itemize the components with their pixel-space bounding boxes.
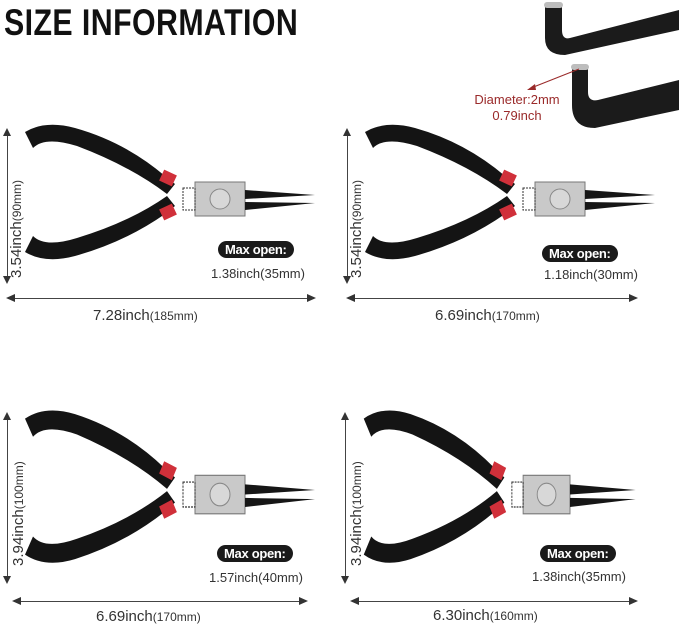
height-dimension-arrow [3,412,13,584]
plier-illustration [364,124,656,260]
length-label: 6.69inch(170mm) [435,307,540,324]
max-open-value: 1.38inch(35mm) [211,266,305,281]
plier-panel-straight-internal: 3.94inch(100mm) 6.69inch(170mm) Max open… [0,400,340,628]
diameter-inch: 0.79inch [492,108,542,123]
height-label: 3.94inch(100mm) [348,461,365,566]
length-label: 6.69inch(170mm) [96,608,201,625]
length-dimension-arrow [6,294,316,302]
height-label: 3.54inch(90mm) [348,179,365,278]
max-open-value: 1.38inch(35mm) [532,569,626,584]
plier-panel-straight-external: 3.54inch(90mm) 7.28inch(185mm) Max open:… [0,120,340,330]
plier-panel-bent-external: 3.54inch(90mm) 6.69inch(170mm) Max open:… [340,120,679,330]
diameter-pointer-arrow [527,68,580,90]
height-label: 3.54inch(90mm) [8,179,25,278]
diameter-annotation: Diameter:2mm 0.79inch [462,92,572,124]
length-dimension-arrow [346,294,638,302]
height-dimension-arrow [3,128,13,284]
max-open-badge: Max open: [542,245,618,262]
tip-closeup-illustration [544,2,679,128]
max-open-badge: Max open: [540,545,616,562]
max-open-value: 1.57inch(40mm) [209,570,303,585]
max-open-badge: Max open: [218,241,294,258]
height-dimension-arrow [343,128,353,284]
height-label: 3.94inch(100mm) [10,461,27,566]
plier-panel-bent-internal: 3.94inch(100mm) 6.30inch(160mm) Max open… [340,400,679,628]
max-open-badge: Max open: [217,545,293,562]
max-open-value: 1.18inch(30mm) [544,267,638,282]
height-dimension-arrow [341,412,351,584]
length-label: 6.30inch(160mm) [433,607,538,624]
length-dimension-arrow [350,597,638,605]
page-title: SIZE INFORMATION [4,2,299,43]
diameter-mm: Diameter:2mm [474,92,560,107]
length-dimension-arrow [12,597,308,605]
length-label: 7.28inch(185mm) [93,307,198,324]
